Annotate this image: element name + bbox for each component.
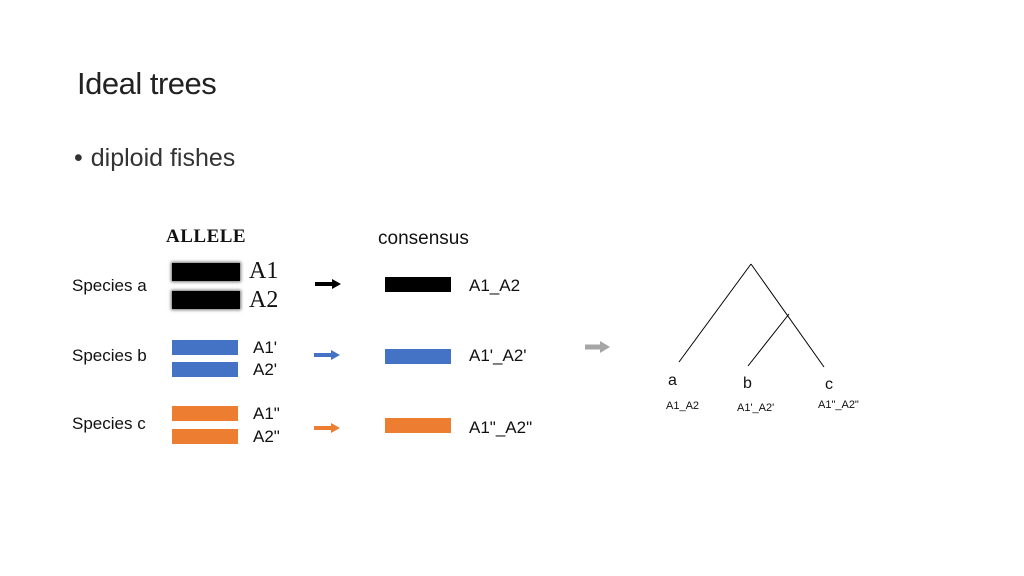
species-a-consensus-label: A1_A2 bbox=[469, 276, 521, 295]
species-a-allele2-label: A2 bbox=[249, 287, 279, 313]
species-b-allele1-bar bbox=[172, 340, 238, 355]
species-b-arrow-icon bbox=[314, 350, 340, 360]
species-b-consensus-label: A1'_A2' bbox=[469, 346, 527, 365]
species-b-allele2-bar bbox=[172, 362, 238, 377]
species-c-allele1-label: A1" bbox=[253, 404, 280, 423]
species-a-arrow-icon bbox=[315, 279, 341, 289]
species-b-allele1-label: A1' bbox=[253, 338, 278, 357]
tree-leaf-b-name: b bbox=[743, 375, 752, 392]
species-a-label: Species a bbox=[72, 276, 147, 295]
species-a-consensus-bar bbox=[385, 277, 451, 292]
bullet-text: diploid fishes bbox=[90, 144, 236, 172]
tree-leaf-a-label: A1_A2 bbox=[666, 400, 700, 412]
bullet-item: •diploid fishes bbox=[74, 144, 235, 173]
species-c-allele1-bar bbox=[172, 406, 238, 421]
transition-arrow-icon bbox=[585, 341, 610, 353]
tree-branch-b bbox=[747, 313, 790, 367]
species-a-allele1-label: A1 bbox=[249, 258, 279, 284]
species-b-consensus-bar bbox=[385, 349, 451, 364]
slide-title: Ideal trees bbox=[77, 66, 217, 101]
species-a-allele2-bar bbox=[172, 291, 240, 309]
species-c-allele2-bar bbox=[172, 429, 238, 444]
allele-header: ALLELE bbox=[166, 226, 247, 247]
species-b-label: Species b bbox=[72, 346, 147, 365]
tree-leaf-c-label: A1"_A2" bbox=[818, 399, 859, 411]
species-c-arrow-icon bbox=[314, 423, 340, 433]
consensus-header: consensus bbox=[378, 228, 469, 249]
tree-branch-a bbox=[678, 263, 752, 363]
tree-leaf-c-name: c bbox=[825, 376, 833, 393]
phylogenetic-tree bbox=[678, 263, 825, 368]
tree-leaf-a-name: a bbox=[668, 372, 677, 389]
bullet-marker: • bbox=[74, 144, 83, 172]
species-c-consensus-bar bbox=[385, 418, 451, 433]
species-a-allele1-bar bbox=[172, 263, 240, 281]
tree-leaf-b-label: A1'_A2' bbox=[737, 402, 775, 414]
species-b-allele2-label: A2' bbox=[253, 360, 278, 379]
species-c-allele2-label: A2" bbox=[253, 427, 280, 446]
species-c-label: Species c bbox=[72, 414, 146, 433]
species-c-consensus-label: A1"_A2" bbox=[469, 418, 533, 437]
